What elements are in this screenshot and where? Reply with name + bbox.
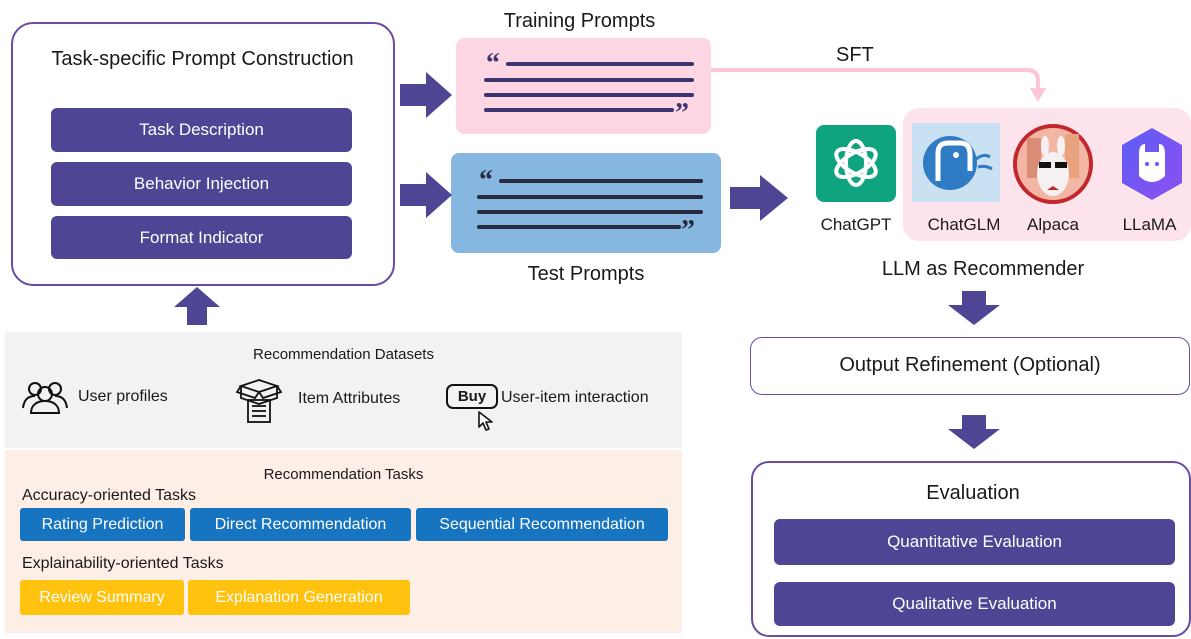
training-prompts-label: Training Prompts <box>503 10 656 32</box>
svg-text:“: “ <box>479 165 493 196</box>
training-prompt-lines-icon: “ ” <box>484 48 694 129</box>
task-description-component: Task Description <box>51 108 352 152</box>
sft-label: SFT <box>836 44 874 66</box>
down-arrow-refinement <box>948 291 1000 325</box>
arrow-to-training <box>400 72 452 118</box>
llama-label: LLaMA <box>1122 215 1177 234</box>
svg-text:”: ” <box>681 215 695 246</box>
behavior-injection-component: Behavior Injection <box>51 162 352 206</box>
chatgpt-logo <box>816 125 896 202</box>
alpaca-label: Alpaca <box>1027 215 1079 234</box>
chatglm-label: ChatGLM <box>927 215 1001 234</box>
llama-logo <box>1122 128 1182 200</box>
output-refinement-box <box>750 337 1190 395</box>
format-indicator-component: Format Indicator <box>51 216 352 259</box>
item-attributes-label: Item Attributes <box>298 390 401 407</box>
sequential-recommendation-chip: Sequential Recommendation <box>416 508 668 541</box>
alpaca-logo <box>1013 124 1093 204</box>
sft-arrow <box>711 68 1046 102</box>
quantitative-evaluation-component: Quantitative Evaluation <box>774 519 1175 565</box>
elephant-icon <box>923 136 993 190</box>
up-arrow <box>174 287 220 325</box>
output-refinement-label: Output Refinement (Optional) <box>839 354 1101 376</box>
arrow-to-llm <box>730 175 788 221</box>
test-prompt-lines-icon: “ ” <box>477 165 703 246</box>
user-profiles-icon <box>22 382 68 414</box>
training-prompts-card <box>456 38 711 134</box>
review-summary-chip: Review Summary <box>20 580 184 615</box>
test-prompts-label: Test Prompts <box>527 263 645 285</box>
explanation-generation-chip: Explanation Generation <box>188 580 410 615</box>
arrow-to-test <box>400 172 452 218</box>
chatgpt-label: ChatGPT <box>820 215 892 234</box>
datasets-panel <box>5 332 682 448</box>
accuracy-tasks-heading: Accuracy-oriented Tasks <box>22 487 196 504</box>
buy-button-icon: Buy <box>446 384 498 409</box>
evaluation-title: Evaluation <box>926 482 1020 504</box>
user-item-interaction-label: User-item interaction <box>501 389 649 406</box>
test-prompts-card <box>451 153 721 253</box>
rating-prediction-chip: Rating Prediction <box>20 508 185 541</box>
item-box-icon <box>235 379 283 423</box>
tasks-title: Recommendation Tasks <box>263 466 424 483</box>
cursor-icon <box>478 411 493 431</box>
prompt-construction-title: Task-specific Prompt Construction <box>51 48 354 70</box>
user-profiles-label: User profiles <box>78 388 168 405</box>
qualitative-evaluation-component: Qualitative Evaluation <box>774 582 1175 626</box>
openai-knot-icon <box>834 139 878 187</box>
down-arrow-evaluation <box>948 415 1000 449</box>
datasets-title: Recommendation Datasets <box>253 346 434 363</box>
explainability-tasks-heading: Explainability-oriented Tasks <box>22 555 224 572</box>
direct-recommendation-chip: Direct Recommendation <box>190 508 411 541</box>
llm-as-recommender-caption: LLM as Recommender <box>881 258 1085 280</box>
svg-text:“: “ <box>486 48 500 79</box>
svg-text:”: ” <box>675 98 689 129</box>
